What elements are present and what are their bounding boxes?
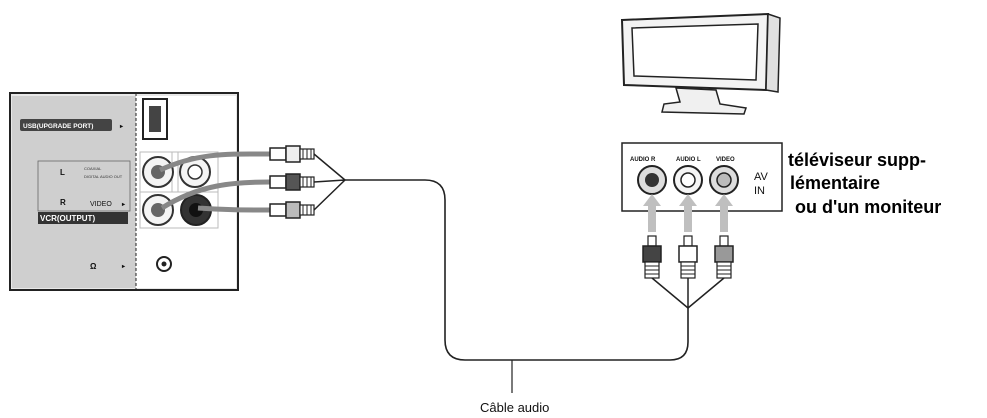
usb-label: USB(UPGRADE PORT)	[23, 123, 93, 130]
arrow-icon: ▸	[121, 202, 126, 208]
arrow-up-icon	[715, 194, 733, 232]
headphone-jack-inner	[161, 261, 167, 267]
rca-plug-yellow	[269, 201, 315, 219]
cable-merge	[313, 153, 346, 211]
coaxial-label: COAXIAL	[84, 166, 102, 171]
tv-monitor	[620, 12, 781, 115]
arrow-icon: ▸	[119, 124, 124, 130]
in-label: IN	[754, 185, 765, 197]
cable-wire	[197, 205, 271, 213]
arrow-up-icon	[643, 194, 661, 232]
rca-plug-red	[269, 173, 315, 191]
tv-audio-r-jack-inner	[645, 173, 659, 187]
right-cable-plugs	[642, 235, 734, 309]
insertion-arrows	[643, 194, 733, 232]
tv-input-panel: AUDIO R AUDIO L VIDEO AV IN	[621, 142, 783, 212]
digital-audio-label: DIGITAL AUDIO OUT	[84, 174, 123, 179]
audio-r-label: AUDIO R	[630, 157, 656, 163]
tv-stand	[661, 87, 747, 115]
tv-audio-l-jack-inner	[680, 172, 696, 188]
rca-plug-vertical	[678, 235, 698, 279]
video-label-right: VIDEO	[716, 157, 735, 163]
audio-l-label: AUDIO L	[676, 157, 701, 163]
monitor-label-line3: ou d'un moniteur	[790, 197, 941, 217]
tv-video-jack-inner	[716, 172, 732, 188]
audio-label-box	[37, 160, 131, 212]
device-back-panel: USB(UPGRADE PORT) ▸ L R COAXIAL DIGITAL …	[9, 92, 239, 291]
rca-plug-vertical	[642, 235, 662, 279]
video-label-left: VIDEO	[90, 201, 112, 208]
tv-side	[765, 12, 781, 93]
cable-caption: Câble audio	[480, 400, 549, 415]
right-channel-label: R	[60, 198, 66, 207]
av-label: AV	[754, 171, 769, 183]
usb-port-slot	[149, 106, 161, 132]
arrow-up-icon	[679, 194, 697, 232]
usb-label-box	[20, 119, 112, 131]
coaxial-jack-inner	[187, 164, 203, 180]
rca-plug-vertical	[714, 235, 734, 279]
rca-plug-white	[269, 145, 315, 163]
audio-cable	[345, 179, 689, 361]
monitor-label-line1: téléviseur supp-	[788, 150, 926, 170]
vcr-label-box	[38, 212, 128, 224]
headphone-icon: Ω	[90, 262, 97, 271]
cable-wire	[160, 179, 271, 211]
arrow-icon: ▸	[121, 264, 126, 270]
cable-merge	[651, 277, 725, 309]
vcr-output-label: VCR(OUTPUT)	[40, 214, 95, 223]
cable-wire	[158, 151, 271, 173]
monitor-label-line2: lémentaire	[790, 173, 880, 193]
left-channel-label: L	[60, 168, 65, 177]
tv-screen	[631, 23, 759, 81]
left-cable-plugs	[158, 145, 346, 219]
